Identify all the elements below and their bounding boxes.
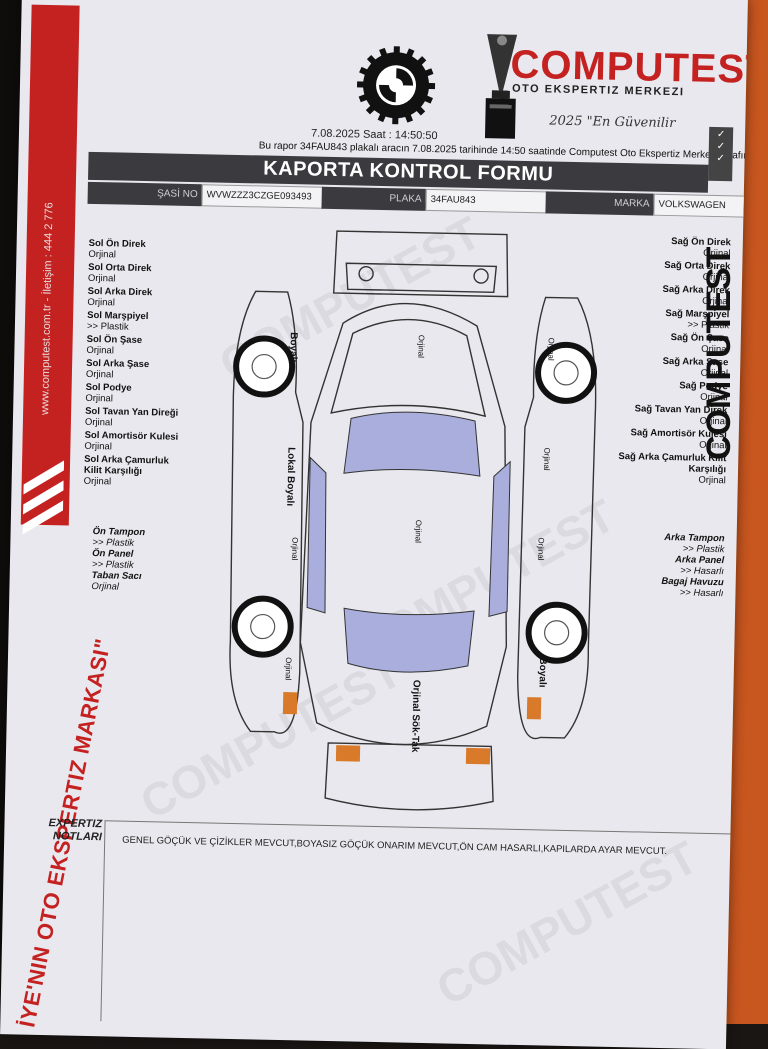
tail-light-icon <box>465 747 491 765</box>
check-icon: ✓ <box>716 128 726 141</box>
wheel-icon <box>231 595 294 658</box>
plate-label: PLAKA <box>321 186 426 211</box>
award-tagline: 2025 "En Güvenilir <box>549 113 676 132</box>
roof-status: Orjinal <box>413 520 422 544</box>
chassis-value: WVWZZZ3CZGE093493 <box>201 184 324 209</box>
part-item: Sol Marşpiyel>> Plastik <box>86 309 149 333</box>
front-view-outline <box>332 230 509 298</box>
right-rear-door-status: Orjinal <box>536 537 545 561</box>
part-item: Arka Tampon>> Plastik <box>664 531 725 556</box>
make-value: VOLKSWAGEN <box>653 193 746 218</box>
part-item: Bagaj Havuzu>> Hasarlı <box>661 575 724 600</box>
right-window-glass <box>488 460 511 617</box>
right-side-brand: COMPUTEST <box>700 246 738 460</box>
part-item: Ön Tampon>> Plastik <box>92 525 146 549</box>
left-rear-fender-status: Orjinal <box>284 657 293 681</box>
right-front-fender-status: Orjinal <box>546 337 555 361</box>
right-front-door-status: Orjinal <box>542 447 551 471</box>
wheel-icon <box>525 601 588 664</box>
left-front-fender-status: Boyalı <box>287 332 299 362</box>
side-contact-text: www.computest.com.tr - İletişim : 444 2 … <box>39 202 55 415</box>
hood-status: Orjinal <box>416 335 425 359</box>
notes-label: EXPERTIZ NOTLARI <box>48 817 103 844</box>
trunk-status: Orjinal Sök-Tak <box>409 680 422 753</box>
check-icon: ✓ <box>716 140 726 153</box>
front-parts-list: Ön Tampon>> Plastik Ön Panel>> Plastik T… <box>91 526 145 593</box>
make-label: MARKA <box>545 191 654 216</box>
report-date-time: 7.08.2025 Saat : 14:50:50 <box>310 127 438 143</box>
stripes-decoration <box>22 460 65 535</box>
trophy-icon <box>484 34 518 139</box>
check-icon: ✓ <box>716 152 725 165</box>
left-window-glass <box>306 456 327 614</box>
right-rear-fender-status: Boyalı <box>536 657 548 687</box>
chassis-label: ŞASİ NO <box>87 181 202 207</box>
brand-subtitle: OTO EKSPERTIZ MERKEZI <box>511 82 685 99</box>
tail-light-icon <box>335 745 361 762</box>
wheel-icon <box>233 335 296 398</box>
report-sheet: COMPUTEST COMPUTEST COMPUTEST COMPUTEST … <box>0 0 748 1049</box>
part-item: Ön Panel>> Plastik <box>91 547 134 571</box>
top-view-outline <box>299 302 508 746</box>
left-front-door-status: Lokal Boyalı <box>284 447 296 506</box>
gear-logo-icon <box>356 46 436 125</box>
windshield-glass <box>343 411 481 477</box>
part-item: Arka Panel>> Hasarlı <box>674 554 725 578</box>
rear-parts-list: Arka Tampon>> Plastik Arka Panel>> Hasar… <box>629 531 724 599</box>
rear-window-glass <box>343 607 475 673</box>
car-body-diagram: Orjinal Orjinal Orjinal Sök-Tak Boyalı L… <box>229 230 598 811</box>
tail-light-icon <box>282 692 298 715</box>
rear-view-outline <box>324 742 494 811</box>
left-rear-door-status: Orjinal <box>290 537 299 561</box>
check-marks: ✓ ✓ ✓ <box>708 126 734 182</box>
tail-light-icon <box>526 697 542 720</box>
plate-value: 34FAU843 <box>425 188 548 214</box>
wheel-icon <box>535 341 598 404</box>
